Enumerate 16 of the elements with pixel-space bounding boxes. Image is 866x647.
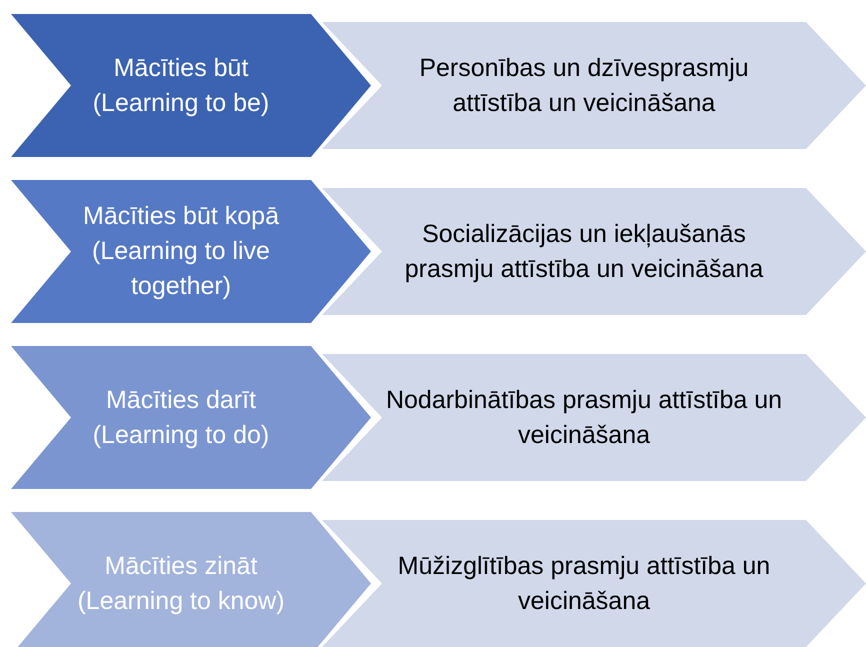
chevron-label: Mūžizglītības prasmju attīstība un veicināšana xyxy=(396,550,772,616)
chevron-node xyxy=(322,354,866,481)
chevron-node xyxy=(322,188,866,315)
chevron-node xyxy=(322,520,866,647)
chevron-node xyxy=(11,512,371,647)
chevron-node xyxy=(11,346,371,489)
chevron-node xyxy=(322,22,866,149)
chevron-label: Mācīties zināt (Learning to know) xyxy=(76,550,286,616)
chevron-label: Socializācijas un iekļaušanās prasmju attīstība un veicināšana xyxy=(404,218,764,284)
chevron-label: Mācīties būt kopā (Learning to live together) xyxy=(82,201,280,302)
chevron-node xyxy=(11,14,371,157)
chevron-label: Personības un dzīvesprasmju attīstība un veicināšana xyxy=(418,52,750,118)
chevron-label: Mācīties darīt (Learning to do) xyxy=(92,384,270,450)
chevron-node xyxy=(11,180,371,323)
chevron-label: Nodarbinātības prasmju attīstība un veicināšana xyxy=(384,384,784,450)
chevron-label: Mācīties būt (Learning to be) xyxy=(92,52,270,118)
